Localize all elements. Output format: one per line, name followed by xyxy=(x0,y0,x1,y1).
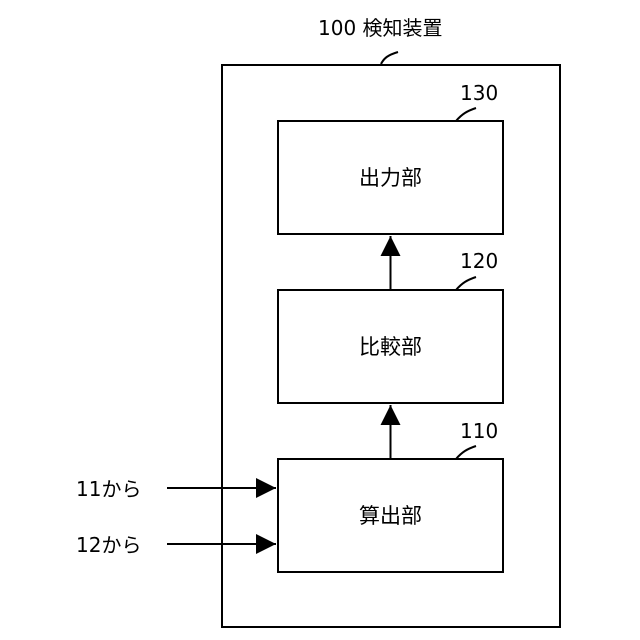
device-label: 100 検知装置 xyxy=(318,16,443,40)
compare-block-label: 比較部 xyxy=(359,335,422,359)
compare-block-ref: 120 xyxy=(460,249,498,273)
input-label-11: 11から xyxy=(76,477,141,501)
output-block-label: 出力部 xyxy=(359,166,422,190)
compare-block-leader-line xyxy=(456,277,476,290)
calc-block-ref: 110 xyxy=(460,419,498,443)
output-block-leader-line xyxy=(456,108,476,121)
output-block-ref: 130 xyxy=(460,81,498,105)
calc-block-leader-line xyxy=(456,446,476,459)
input-label-12: 12から xyxy=(76,533,141,557)
device-leader-line xyxy=(381,52,398,64)
calc-block-label: 算出部 xyxy=(359,504,422,528)
